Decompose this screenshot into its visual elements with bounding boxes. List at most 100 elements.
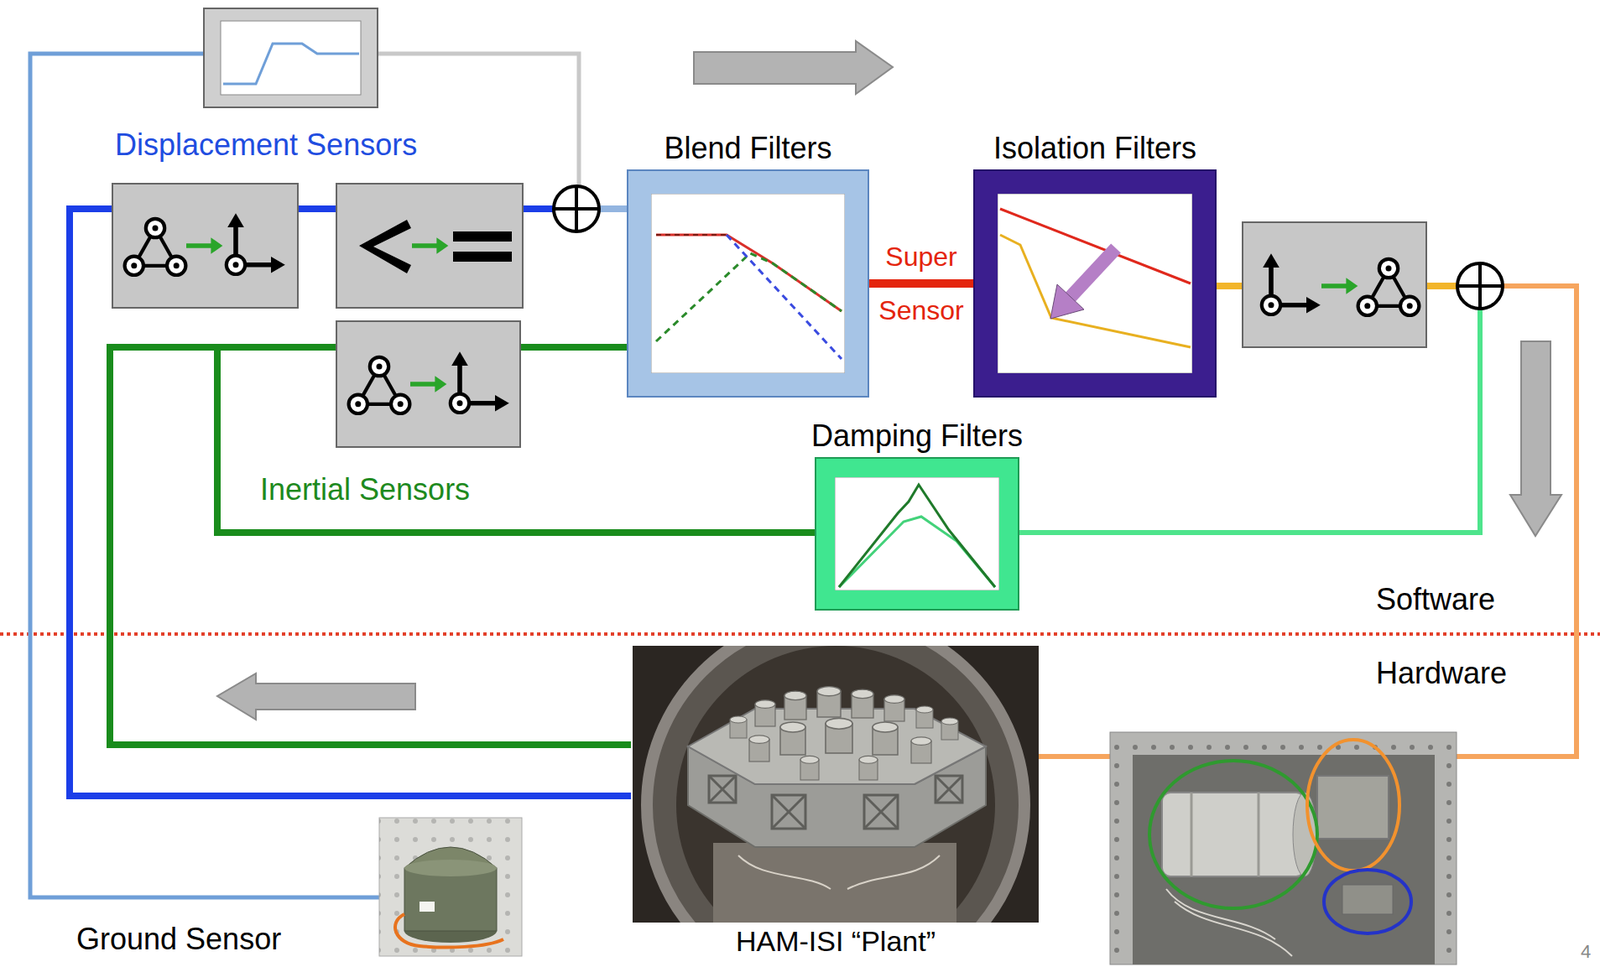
actuator-photo-part (1110, 732, 1457, 965)
actuator-photo-part (1342, 885, 1393, 915)
ground-sensor-photo-part (404, 859, 497, 877)
flow-arrow (217, 41, 1562, 720)
ground-sensor-photo-part (419, 901, 435, 913)
summing-junction-part (574, 186, 579, 232)
ground-sensor-node: Ground Sensor (76, 818, 522, 957)
signal-wire-part (297, 205, 337, 213)
plant-photo-part (859, 755, 878, 781)
plant-photo-part-part (708, 776, 736, 803)
plant-photo-part-part (935, 776, 963, 803)
plant-photo-part-part (864, 795, 898, 829)
ground-sensor-photo-part (395, 914, 504, 948)
transform-box (112, 183, 1427, 448)
region-label: Hardware (1375, 656, 1507, 692)
isolation-plot-part (997, 193, 1193, 374)
page-number: 4 (1580, 941, 1591, 964)
plant-photo-part (738, 855, 940, 890)
plant-photo-part (825, 718, 853, 754)
plant-photo-part (911, 737, 932, 764)
ground-filter-box-part (220, 20, 361, 95)
plant-photo-part-part (864, 795, 898, 829)
transform-box-part (1321, 277, 1358, 295)
photo-caption: Ground Sensor (76, 922, 282, 957)
transform-box-part (453, 251, 512, 262)
transform-box-part (1242, 222, 1427, 348)
ground-sensor-frame (379, 818, 522, 957)
blend-plot-part (726, 234, 842, 360)
transform-box-part (112, 183, 298, 308)
damping-plot-part (839, 484, 996, 588)
signal-wire-part (522, 205, 554, 213)
ground-sensor-photo-part (379, 818, 522, 957)
summing-junction-part (553, 186, 600, 232)
damping-plot-part (834, 477, 1000, 591)
damping-plot-part (839, 516, 996, 588)
transform-box-part (410, 375, 447, 393)
signal-wire-part (1426, 282, 1458, 290)
blend-filter-box (628, 171, 868, 397)
transform-box-part (450, 351, 510, 413)
isolation-filter-box (974, 171, 1215, 397)
plant-photo-part-part (708, 776, 736, 803)
summing-junction-part (1478, 263, 1482, 309)
actuator-photo-part (1132, 755, 1435, 965)
ground-filter-box-part (203, 8, 378, 108)
flow-arrow-part (1510, 341, 1562, 537)
plant-photo-part (784, 691, 807, 720)
flow-arrow-part (693, 41, 893, 94)
region-label: Software (1375, 582, 1496, 618)
plant-photo-node: HAM-ISI “Plant” (632, 646, 1039, 958)
signal-wire-part (377, 53, 579, 187)
plant-photo-part (646, 646, 1025, 923)
actuator-photo-part (1149, 760, 1318, 909)
plant-photo-part (872, 722, 898, 756)
summing-junction-part (1457, 263, 1503, 309)
actuator-photo-part (1190, 792, 1194, 877)
damping-filter-box (816, 458, 1018, 610)
ground-sensor-photo (379, 818, 522, 957)
transform-box-part (1261, 253, 1321, 315)
blend-plot (651, 193, 845, 374)
plant-photo-part-part (771, 795, 806, 829)
transform-box-part (349, 357, 411, 414)
flow-arrow-part (217, 673, 416, 720)
actuator-photo-part (1257, 792, 1261, 877)
actuator-photo-part (1317, 776, 1389, 840)
transform-box-part (411, 237, 449, 255)
plant-photo-part (916, 706, 933, 729)
blend-filter-box-node: Blend Filters (628, 130, 868, 397)
group-label: Displacement Sensors (114, 127, 417, 163)
plant-photo-part (755, 700, 776, 727)
plant-photo-part (780, 722, 806, 756)
signal-wire-part (599, 205, 629, 213)
plant-photo (632, 646, 1039, 923)
ground-filter-box-part (223, 43, 360, 84)
plant-photo-part-part (864, 795, 898, 829)
plant-photo-part-part (935, 776, 963, 803)
transform-box-part (453, 231, 512, 242)
plant-photo-part-part (935, 776, 963, 803)
ground-sensor-photo-part (404, 868, 497, 932)
photo-caption: HAM-ISI “Plant” (632, 926, 1039, 958)
transform-box-part (125, 218, 187, 276)
transform-box-part (336, 183, 523, 308)
box-title: Damping Filters (807, 418, 1027, 454)
blend-plot-part (656, 234, 727, 236)
plant-photo-part (676, 646, 996, 923)
isolation-plot (997, 193, 1193, 374)
signal-wire-part (520, 343, 629, 351)
divider-line (0, 632, 1600, 636)
plant-photo-part-part (771, 795, 806, 829)
transform-box-part (186, 237, 223, 255)
transform-box-part (226, 213, 286, 275)
actuator-photo-part (1162, 792, 1305, 877)
damping-filter-box-node: Damping Filters (807, 418, 1027, 610)
plant-photo-part (817, 687, 841, 718)
actuator-photo-part (1110, 732, 1457, 965)
plant-photo-part (729, 716, 747, 739)
blend-plot-part (651, 193, 845, 374)
blend-plot-part (656, 253, 842, 342)
blend-plot-part (656, 234, 842, 312)
plant-photo-part-part (771, 795, 806, 829)
